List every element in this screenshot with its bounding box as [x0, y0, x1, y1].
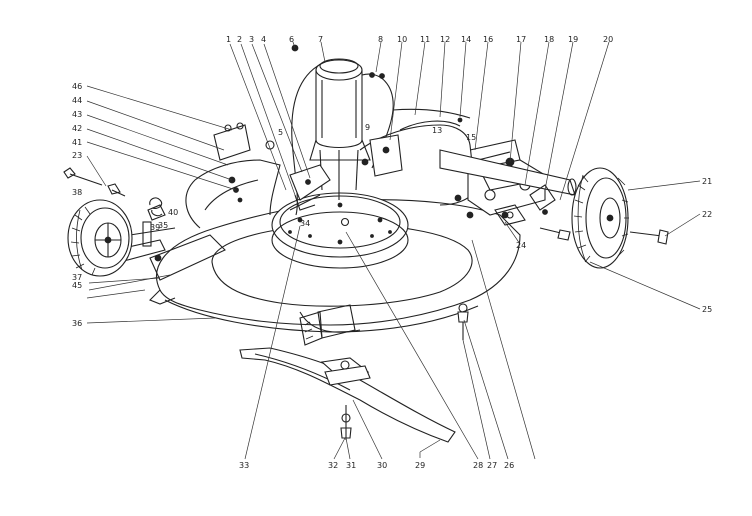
- callout-31: 31: [346, 461, 356, 470]
- callout-46: 46: [72, 82, 82, 91]
- callout-10: 10: [397, 35, 407, 44]
- callout-21: 21: [702, 177, 712, 186]
- callout-24: 24: [516, 241, 526, 250]
- callout-3: 3: [249, 35, 254, 44]
- callout-labels: 1 2 3 4 5 6 7 8 9 10 11 12 13 14 15 16 1…: [72, 35, 712, 470]
- front-left-wheel: [67, 199, 133, 277]
- left-axle-spring: [114, 197, 176, 263]
- callout-34: 34: [300, 219, 310, 228]
- rear-right-wheel: [571, 167, 629, 269]
- callout-29: 29: [415, 461, 425, 470]
- callout-9: 9: [365, 123, 370, 132]
- bolt-center: [457, 303, 469, 340]
- callout-13: 13: [432, 126, 442, 135]
- callout-1: 1: [226, 35, 231, 44]
- callout-35: 35: [158, 221, 168, 230]
- blade-assembly: [239, 304, 456, 443]
- callout-33: 33: [239, 461, 249, 470]
- callout-8: 8: [378, 35, 383, 44]
- callout-20: 20: [603, 35, 613, 44]
- left-hardware: [213, 122, 275, 203]
- callout-11: 11: [420, 35, 430, 44]
- callout-30: 30: [377, 461, 387, 470]
- callout-45: 45: [72, 281, 82, 290]
- callout-44: 44: [72, 96, 82, 105]
- callout-23: 23: [72, 151, 82, 160]
- callout-6: 6: [289, 35, 294, 44]
- callout-26: 26: [504, 461, 514, 470]
- switch-box: [361, 134, 403, 177]
- callout-38: 38: [72, 188, 82, 197]
- callout-37: 37: [72, 273, 82, 282]
- callout-18: 18: [544, 35, 554, 44]
- callout-41: 41: [72, 138, 82, 147]
- callout-32: 32: [328, 461, 338, 470]
- callout-7: 7: [318, 35, 323, 44]
- callout-43: 43: [72, 110, 82, 119]
- callout-28: 28: [473, 461, 483, 470]
- callout-36: 36: [72, 319, 82, 328]
- cord-clamps: [291, 44, 463, 123]
- callout-39: 39: [150, 223, 160, 232]
- callout-4: 4: [261, 35, 266, 44]
- callout-42: 42: [72, 124, 82, 133]
- callout-40: 40: [168, 208, 178, 217]
- callout-16: 16: [483, 35, 493, 44]
- bolts-front-left: [63, 167, 126, 197]
- rear-wheel-bolt: [629, 229, 669, 245]
- leader-lines: [86, 41, 701, 460]
- rear-axle: [439, 149, 577, 241]
- electric-motor: [291, 58, 471, 216]
- callout-27: 27: [487, 461, 497, 470]
- callout-17: 17: [516, 35, 526, 44]
- callout-14: 14: [461, 35, 471, 44]
- callout-25: 25: [702, 305, 712, 314]
- callout-2: 2: [237, 35, 242, 44]
- callout-22: 22: [702, 210, 712, 219]
- callout-12: 12: [440, 35, 450, 44]
- callout-19: 19: [568, 35, 578, 44]
- callout-5: 5: [278, 128, 283, 137]
- callout-15: 15: [466, 133, 476, 142]
- motor-plate: [271, 192, 409, 269]
